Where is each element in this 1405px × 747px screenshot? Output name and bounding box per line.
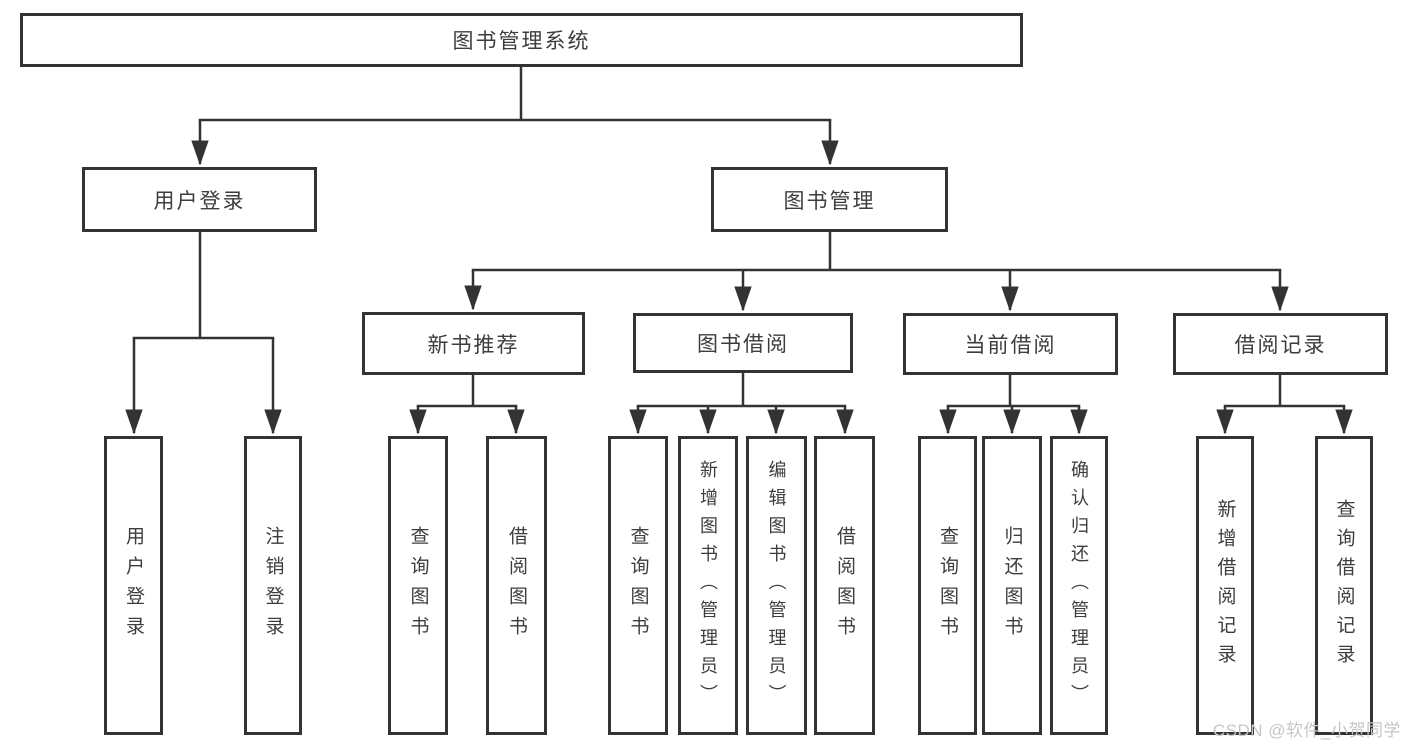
leaf-records-add-borrow-record: 新增借阅记录 bbox=[1196, 436, 1254, 735]
leaf-borrowing-add-books-admin: 新增图书（管理员） bbox=[678, 436, 738, 735]
leaf-borrowing-edit-books-admin: 编辑图书（管理员） bbox=[746, 436, 807, 735]
node-root-library-management-system: 图书管理系统 bbox=[20, 13, 1023, 67]
leaf-current-confirm-return-admin: 确认归还（管理员） bbox=[1050, 436, 1108, 735]
leaf-borrowing-borrow-books: 借阅图书 bbox=[814, 436, 875, 735]
node-book-management: 图书管理 bbox=[711, 167, 948, 232]
leaf-borrowing-edit-books-admin-label: 编辑图书（管理员） bbox=[766, 459, 787, 712]
node-new-book-recommendation: 新书推荐 bbox=[362, 312, 585, 375]
leaf-logout: 注销登录 bbox=[244, 436, 302, 735]
leaf-user-login: 用户登录 bbox=[104, 436, 163, 735]
leaf-current-query-books-label: 查询图书 bbox=[937, 525, 958, 646]
leaf-records-add-borrow-record-label: 新增借阅记录 bbox=[1214, 498, 1236, 673]
leaf-records-query-borrow-record-label: 查询借阅记录 bbox=[1333, 498, 1355, 673]
leaf-records-query-borrow-record: 查询借阅记录 bbox=[1315, 436, 1373, 735]
leaf-user-login-label: 用户登录 bbox=[123, 525, 144, 646]
node-user-login: 用户登录 bbox=[82, 167, 317, 232]
node-book-borrowing: 图书借阅 bbox=[633, 313, 853, 373]
leaf-logout-label: 注销登录 bbox=[262, 525, 284, 646]
node-borrow-records: 借阅记录 bbox=[1173, 313, 1388, 375]
leaf-newbooks-borrow-books-label: 借阅图书 bbox=[506, 525, 527, 646]
leaf-newbooks-query-books: 查询图书 bbox=[388, 436, 448, 735]
leaf-borrowing-query-books-label: 查询图书 bbox=[627, 525, 649, 646]
node-current-borrowing: 当前借阅 bbox=[903, 313, 1118, 375]
leaf-current-return-books-label: 归还图书 bbox=[1001, 525, 1023, 646]
leaf-current-query-books: 查询图书 bbox=[918, 436, 977, 735]
leaf-newbooks-borrow-books: 借阅图书 bbox=[486, 436, 547, 735]
leaf-borrowing-add-books-admin-label: 新增图书（管理员） bbox=[698, 459, 718, 712]
csdn-watermark: CSDN @软件_小贺同学 bbox=[1212, 721, 1401, 740]
leaf-current-confirm-return-admin-label: 确认归还（管理员） bbox=[1069, 459, 1089, 712]
leaf-newbooks-query-books-label: 查询图书 bbox=[407, 525, 429, 646]
leaf-current-return-books: 归还图书 bbox=[982, 436, 1042, 735]
leaf-borrowing-borrow-books-label: 借阅图书 bbox=[834, 525, 855, 646]
leaf-borrowing-query-books: 查询图书 bbox=[608, 436, 668, 735]
